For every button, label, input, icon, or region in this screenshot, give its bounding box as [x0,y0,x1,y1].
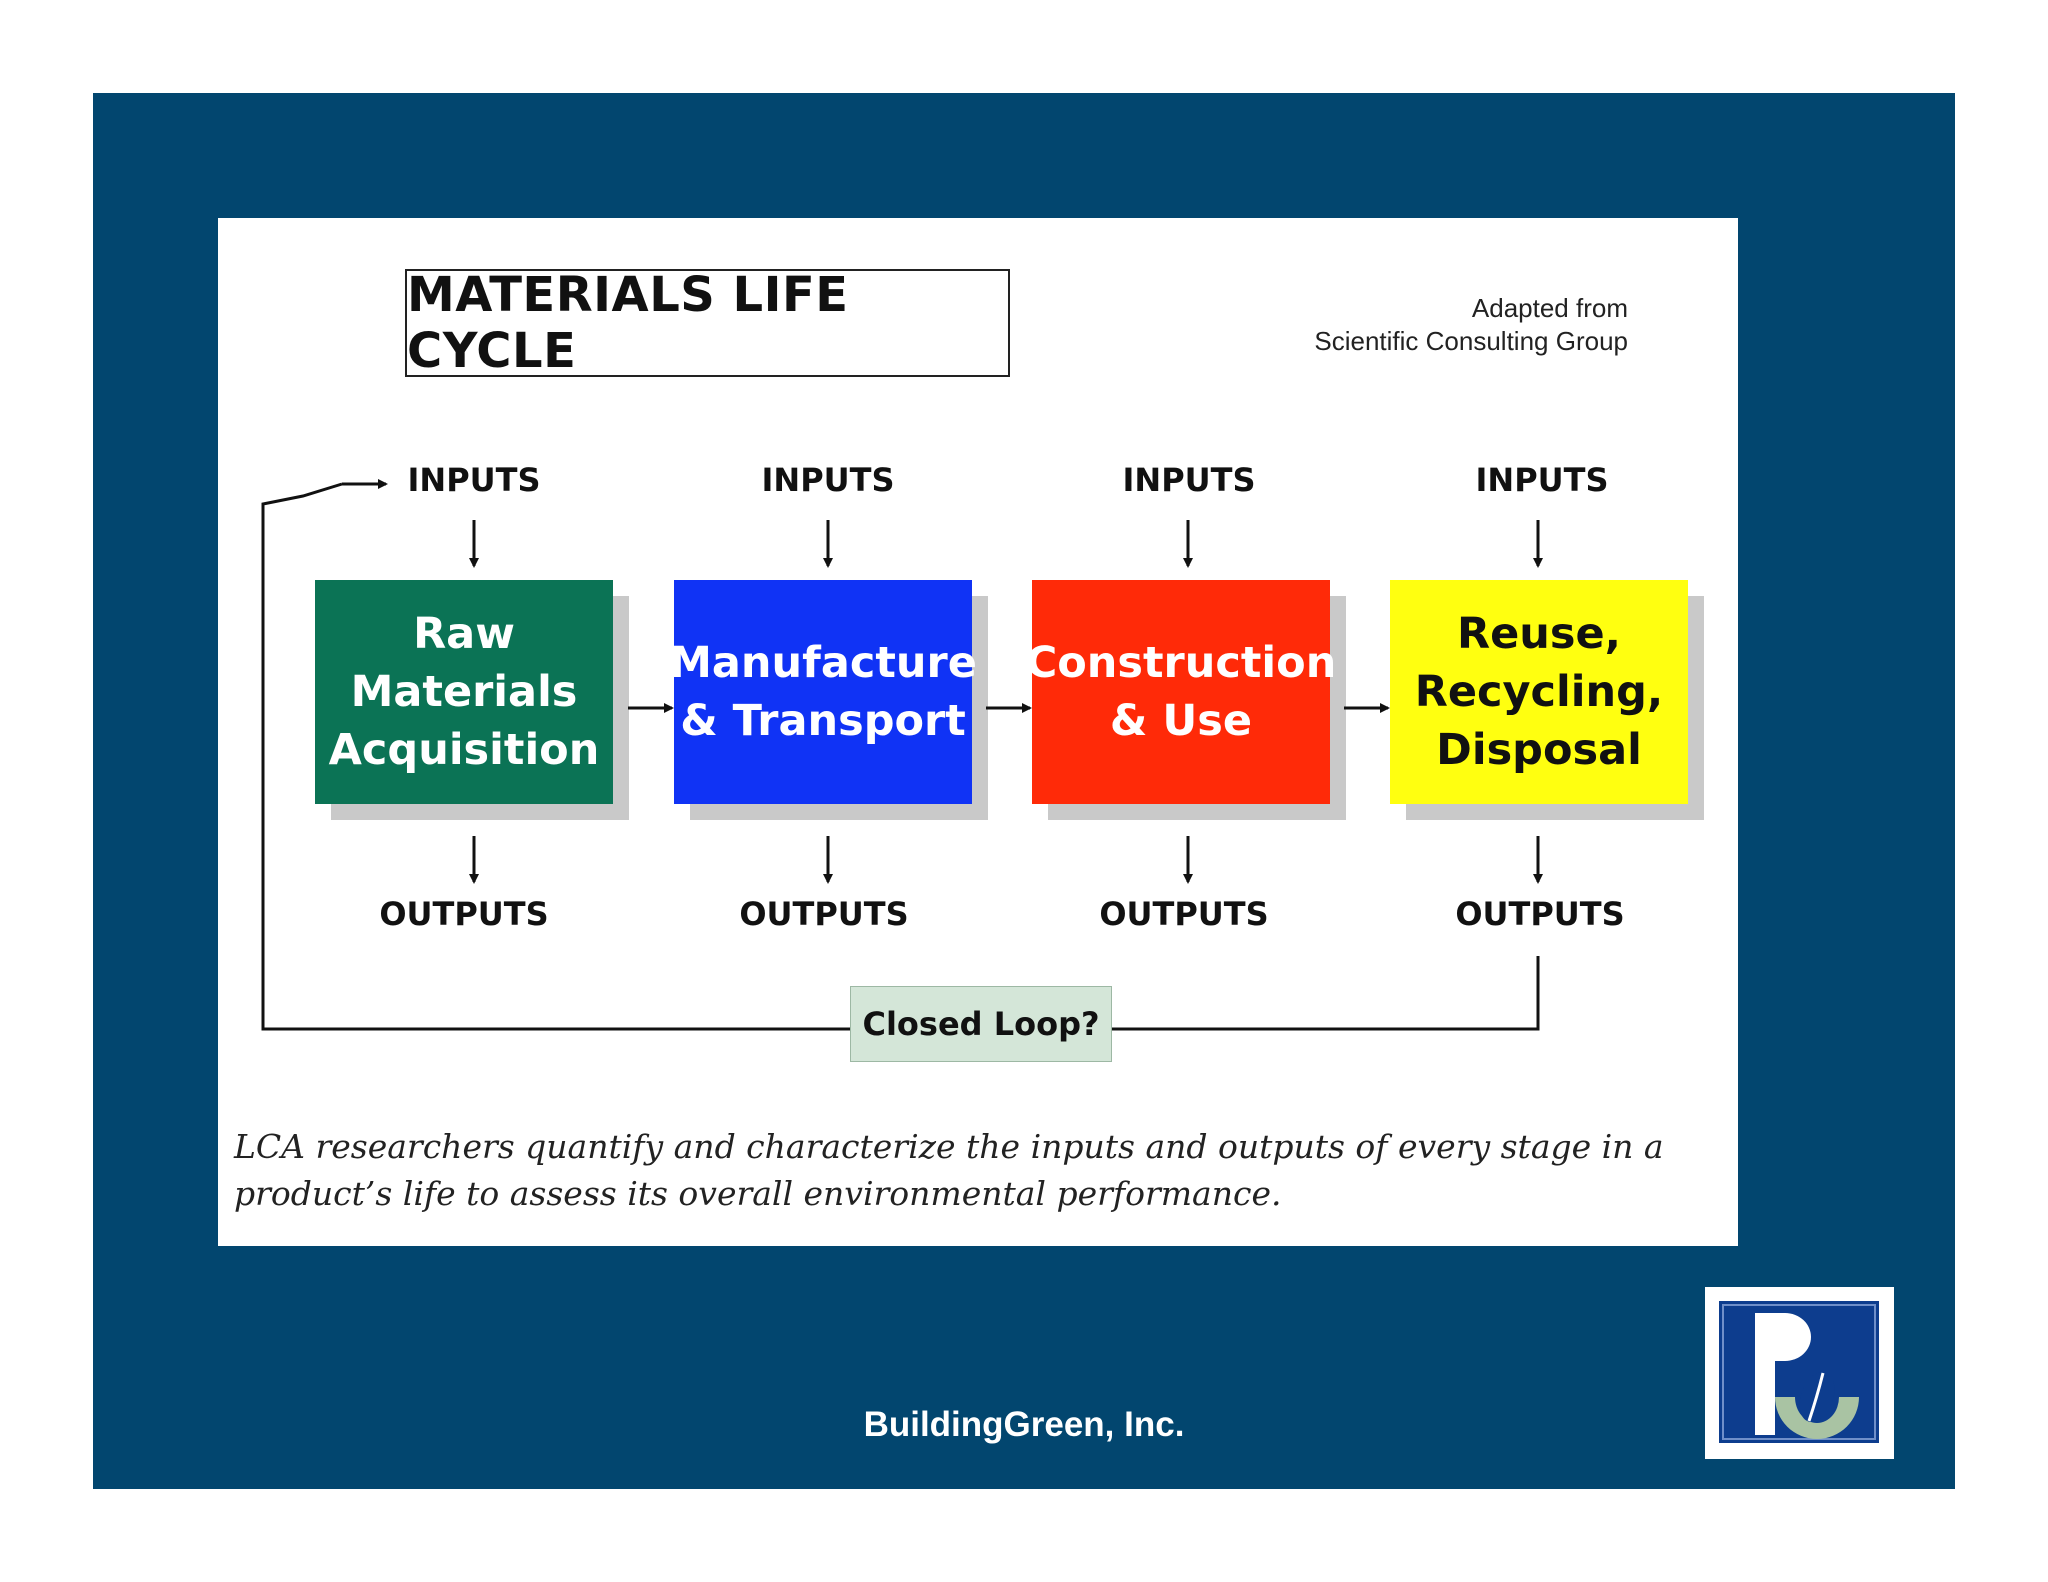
outputs-label-4: OUTPUTS [1455,895,1625,933]
outputs-label-1: OUTPUTS [379,895,549,933]
stage-raw-materials-acquisition: Raw Materials Acquisition [315,580,613,804]
credit-line-2: Scientific Consulting Group [1314,326,1628,356]
stage-label: Construction & Use [1025,638,1337,746]
diagram-title: MATERIALS LIFE CYCLE [405,267,1010,379]
inputs-label-1: INPUTS [407,461,541,499]
stage-label: Manufacture & Transport [669,638,977,746]
buildinggreen-logo-icon [1705,1287,1894,1459]
diagram-panel: MATERIALS LIFE CYCLE Adapted from Scient… [218,218,1738,1246]
outputs-label-2: OUTPUTS [739,895,909,933]
diagram-caption: LCA researchers quantify and characteriz… [234,1127,1664,1213]
logo-graphic [1719,1301,1879,1443]
stage-construction-use: Construction & Use [1026,580,1336,804]
closed-loop-box: Closed Loop? [850,986,1112,1062]
flow-arrows [261,479,1543,1031]
closed-loop-line-left [261,482,850,1031]
credit-line-1: Adapted from [1471,293,1628,323]
inputs-label-4: INPUTS [1475,461,1609,499]
closed-loop-line-right [1112,956,1540,1031]
stage-reuse-recycling-disposal: Reuse, Recycling, Disposal [1390,580,1688,804]
inputs-label-2: INPUTS [761,461,895,499]
inputs-label-3: INPUTS [1122,461,1256,499]
stage-label: Reuse, Recycling, Disposal [1414,609,1664,775]
stage-manufacture-transport: Manufacture & Transport [669,580,977,804]
stage-label: Raw Materials Acquisition [328,609,600,775]
source-credit: Adapted from Scientific Consulting Group [1314,292,1628,358]
outputs-label-3: OUTPUTS [1099,895,1269,933]
company-name: BuildingGreen, Inc. [863,1405,1185,1444]
